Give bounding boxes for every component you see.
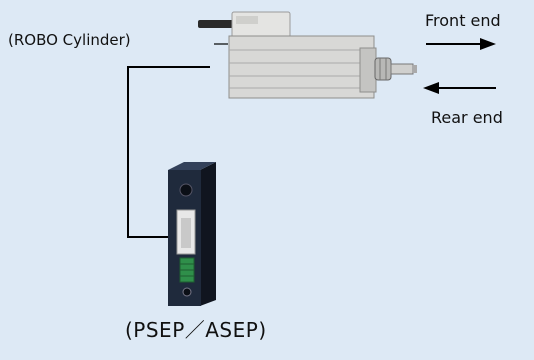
- cylinder-label: (ROBO Cylinder): [8, 31, 131, 49]
- controller-top: [168, 162, 216, 170]
- controller-port: [179, 183, 193, 197]
- cylinder-end-cap: [359, 47, 377, 93]
- rear-end-arrow: [423, 82, 496, 94]
- cylinder-nut: [374, 57, 392, 81]
- rod-tip: [412, 65, 417, 73]
- controller-label: (PSEP／ASEP): [125, 318, 267, 342]
- connection-cable: [127, 66, 210, 238]
- controller-bottom-port: [182, 287, 192, 297]
- connector-detail: [236, 16, 258, 24]
- cylinder-cable-stub: [198, 20, 234, 28]
- controller-side: [200, 162, 216, 306]
- connector-slot: [181, 218, 191, 248]
- front-end-arrow: [426, 38, 496, 50]
- robo-cylinder: [198, 11, 417, 99]
- rear-end-label: Rear end: [431, 108, 503, 127]
- cylinder-rod: [390, 63, 414, 75]
- cylinder-body: [228, 35, 375, 99]
- controller: [168, 162, 216, 306]
- front-end-label: Front end: [425, 11, 501, 30]
